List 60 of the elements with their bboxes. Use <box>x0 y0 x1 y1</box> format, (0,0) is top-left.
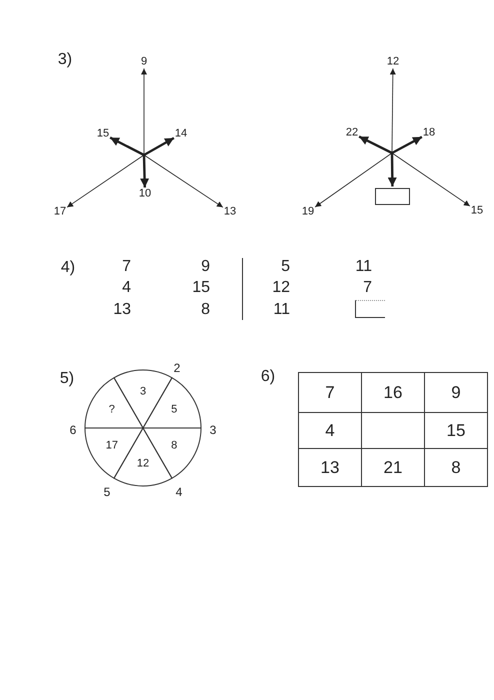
sector-number: 8 <box>171 440 178 452</box>
number: 4 <box>122 280 131 296</box>
number: 13 <box>224 206 236 218</box>
arrow <box>66 154 144 208</box>
grid-cell: 15 <box>424 412 488 449</box>
arrow <box>391 136 422 154</box>
arrow <box>388 152 397 187</box>
sector-number: ? <box>108 404 115 416</box>
number: 11 <box>273 302 290 318</box>
number: 5 <box>104 486 110 498</box>
sector-number: 3 <box>140 386 146 398</box>
grid-cell: 8 <box>424 448 488 487</box>
grid-cell: 13 <box>298 448 362 487</box>
sector-number: 5 <box>171 404 178 416</box>
puzzle-number: 6) <box>260 369 276 385</box>
number: 5 <box>281 259 290 275</box>
arrow <box>358 136 393 154</box>
puzzle-number: 5) <box>60 371 74 387</box>
number: 18 <box>422 128 436 138</box>
puzzle-number: 3) <box>58 52 72 68</box>
arrow <box>392 152 470 206</box>
grid-cell: 21 <box>361 448 425 487</box>
number: 2 <box>174 362 180 374</box>
arrow <box>390 68 396 154</box>
number: 13 <box>113 302 131 318</box>
number: 15 <box>192 280 210 296</box>
number: 9 <box>140 56 148 68</box>
number: 15 <box>96 128 110 140</box>
arrow <box>140 154 150 188</box>
number: 12 <box>272 280 290 296</box>
number: 22 <box>346 128 358 138</box>
arrow <box>143 136 174 156</box>
grid-cell: 9 <box>424 372 488 413</box>
number: 4 <box>176 486 182 498</box>
number: 6 <box>70 424 76 436</box>
number: 19 <box>302 206 314 218</box>
number: 14 <box>174 128 188 140</box>
number: 9 <box>201 259 210 275</box>
circle-sector <box>84 376 144 429</box>
arrow <box>144 154 224 208</box>
circle-sector <box>142 376 202 429</box>
number: 10 <box>138 188 152 200</box>
number: 11 <box>355 259 372 275</box>
number: 12 <box>386 56 400 68</box>
puzzle-number: 4) <box>60 260 76 276</box>
grid-cell: 4 <box>298 412 362 449</box>
number: 7 <box>363 280 372 296</box>
answer-box <box>375 188 410 204</box>
grid-cell: 7 <box>298 372 362 413</box>
sector-number: 12 <box>136 458 150 470</box>
number: 17 <box>54 206 66 218</box>
number: 7 <box>122 259 131 275</box>
sector-number: 17 <box>106 440 118 452</box>
grid-cell: 16 <box>361 372 425 413</box>
arrow <box>141 68 147 156</box>
number: 15 <box>470 206 484 216</box>
arrow <box>314 152 392 208</box>
arrow <box>110 136 145 156</box>
number: 3 <box>210 424 216 436</box>
number: 8 <box>201 302 210 318</box>
